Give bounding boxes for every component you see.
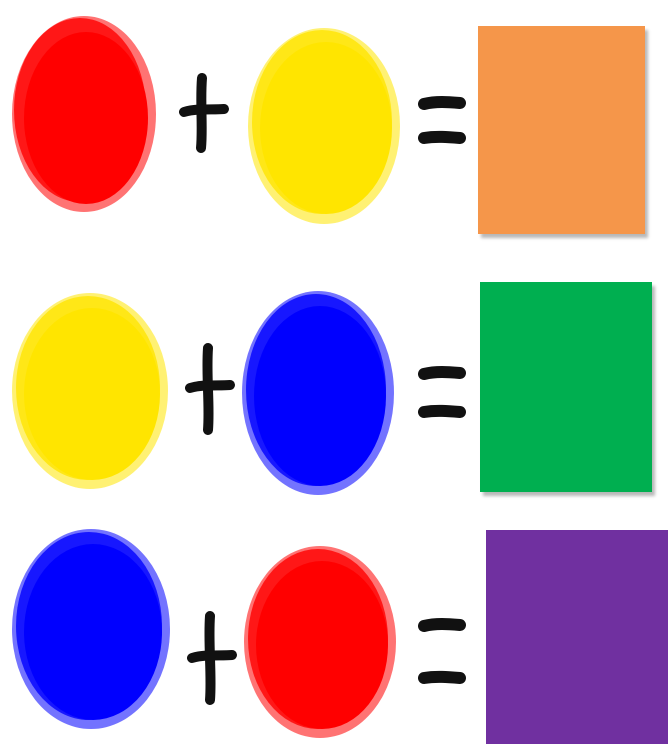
orange-result-square [478, 26, 645, 234]
yellow-paint-blob [8, 288, 172, 494]
green-result-square [480, 282, 652, 492]
equation-row-3 [0, 510, 668, 744]
purple-result-square [486, 530, 668, 744]
red-paint-blob [240, 542, 400, 742]
plus-sign [178, 72, 230, 154]
equals-sign [418, 612, 466, 694]
equals-sign [418, 362, 466, 426]
equals-sign [418, 92, 466, 154]
equation-row-1 [0, 0, 668, 250]
blue-paint-blob [8, 524, 174, 734]
equation-row-2 [0, 250, 668, 510]
plus-sign [186, 610, 238, 706]
blue-paint-blob [238, 286, 398, 500]
yellow-paint-blob [244, 22, 404, 228]
red-paint-blob [8, 10, 160, 216]
plus-sign [184, 342, 236, 436]
